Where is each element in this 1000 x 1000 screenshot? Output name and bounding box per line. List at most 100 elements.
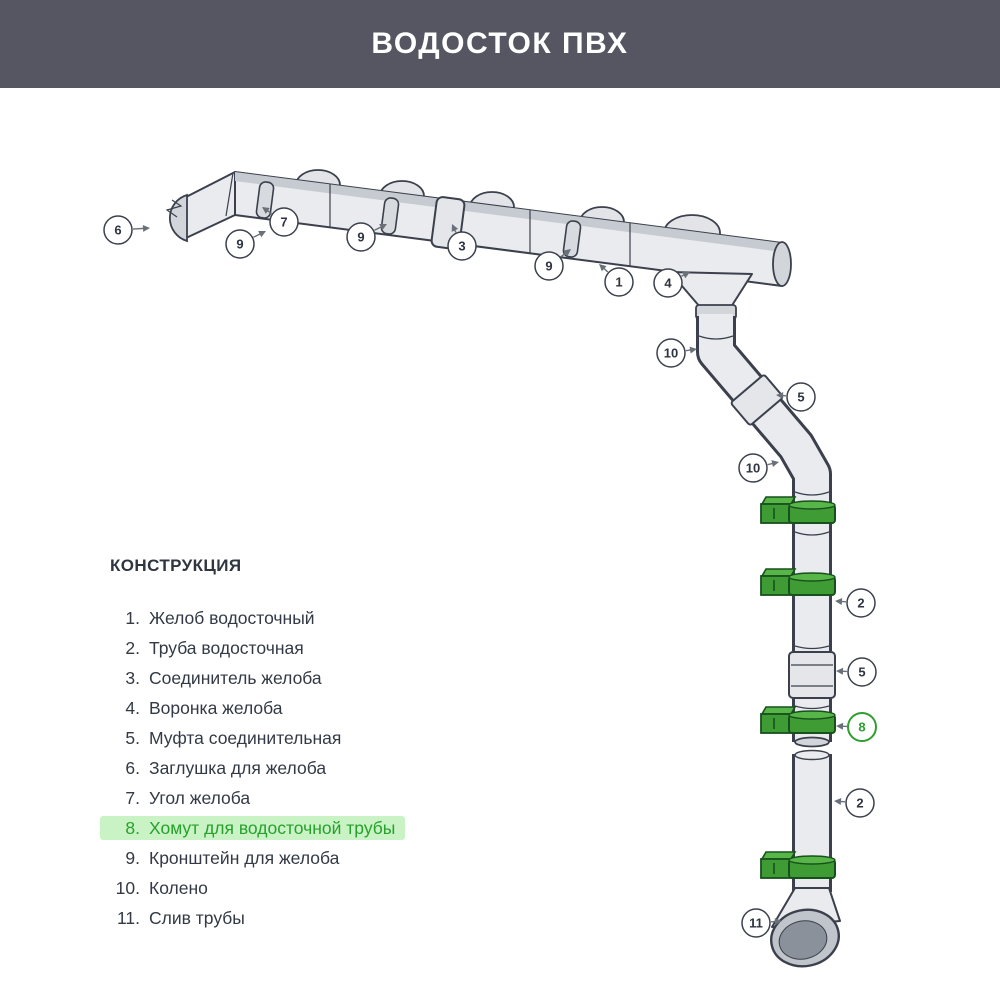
callout-circle xyxy=(604,267,634,297)
legend-item-9: 9.Кронштейн для желоба xyxy=(100,846,349,870)
coupling-vertical xyxy=(788,651,836,699)
callout-number: 2 xyxy=(857,596,864,611)
callout-circle xyxy=(847,712,877,742)
callout-number: 1 xyxy=(615,275,622,290)
legend-item-label: Хомут для водосточной трубы xyxy=(149,818,396,838)
callout-9: 9 xyxy=(346,222,387,252)
legend-item-number: 10. xyxy=(115,878,140,898)
legend-item-7: 7. Угол желоба xyxy=(100,786,260,810)
callout-arrow-icon xyxy=(262,207,270,214)
callout-1: 1 xyxy=(599,264,634,297)
legend-item-number: 6. xyxy=(125,758,140,778)
callout-number: 9 xyxy=(236,237,243,252)
callout-circle xyxy=(534,251,564,281)
callout-circle xyxy=(346,222,376,252)
callout-5: 5 xyxy=(836,657,877,687)
callout-5: 5 xyxy=(776,382,816,412)
pipe-joint xyxy=(698,335,734,340)
callout-3: 3 xyxy=(447,224,477,261)
callout-7: 7 xyxy=(262,207,299,237)
pipe-end-rim xyxy=(794,749,830,761)
callout-number: 2 xyxy=(856,796,863,811)
callout-4: 4 xyxy=(653,268,690,298)
callout-arrow-icon xyxy=(835,598,843,606)
callout-arrow-icon xyxy=(776,392,784,400)
callout-circle xyxy=(656,338,686,368)
legend: КОНСТРУКЦИЯ 1. Желоб водосточный 2.Труба в… xyxy=(100,556,406,936)
callout-circle xyxy=(653,268,683,298)
legend-item-1: 1. Желоб водосточный xyxy=(100,606,325,630)
callout-8: 8 xyxy=(836,712,877,742)
legend-item-label: Угол желоба xyxy=(149,788,251,808)
legend-item-number: 7. xyxy=(125,788,140,808)
gutter-bracket xyxy=(562,220,582,258)
callout-9: 9 xyxy=(225,229,266,259)
corner-miter-line xyxy=(225,172,234,217)
pipe-clamps xyxy=(760,496,836,879)
legend-item-number: 11. xyxy=(116,908,140,928)
callout-number: 3 xyxy=(458,239,465,254)
callout-10: 10 xyxy=(656,338,697,368)
callout-2: 2 xyxy=(835,588,876,618)
callout-arrow-icon xyxy=(258,231,266,238)
callout-arrow-icon xyxy=(771,460,779,467)
legend-item-5: 5. Муфта соединительная xyxy=(100,726,351,750)
legend-item-label: Муфта соединительная xyxy=(149,728,342,748)
callout-number: 8 xyxy=(858,720,865,735)
pipe-joint xyxy=(794,705,830,710)
end-cap-notch xyxy=(165,199,183,218)
callout-6: 6 xyxy=(103,215,150,245)
callout-circle xyxy=(225,229,255,259)
legend-title: КОНСТРУКЦИЯ xyxy=(110,556,242,575)
legend-item-3: 3. Соединитель желоба xyxy=(100,666,332,690)
legend-item-number: 2. xyxy=(125,638,140,658)
legend-item-label: Слив трубы xyxy=(149,908,245,928)
legend-list: 1. Желоб водосточный 2.Труба водосточная 3.… xyxy=(100,606,406,930)
callout-circle xyxy=(447,231,477,261)
callout-arrow-icon xyxy=(563,249,571,257)
callout-number: 9 xyxy=(545,259,552,274)
callout-2: 2 xyxy=(834,788,875,818)
legend-item-2: 2.Труба водосточная xyxy=(100,636,314,660)
pipe-end-rim xyxy=(794,736,830,748)
legend-item-4: 4.Воронка желоба xyxy=(100,696,293,720)
legend-item-number: 3. xyxy=(125,668,140,688)
funnel-body xyxy=(669,271,753,308)
callout-number: 5 xyxy=(797,390,804,405)
legend-item-label: Желоб водосточный xyxy=(149,608,315,628)
callout-circle xyxy=(738,453,768,483)
callout-arrow-icon xyxy=(834,798,842,806)
callout-arrow-icon xyxy=(379,224,387,231)
legend-item-label: Кронштейн для желоба xyxy=(149,848,340,868)
legend-item-number: 1. xyxy=(125,608,140,628)
callout-number: 11 xyxy=(749,916,763,931)
coupling-sleeve xyxy=(788,651,836,699)
callout-number: 10 xyxy=(746,461,760,476)
legend-item-number: 8. xyxy=(125,818,140,838)
callout-9: 9 xyxy=(534,249,571,281)
gutter-end-cap xyxy=(168,193,188,243)
callout-arrow-icon xyxy=(836,667,844,675)
callout-circle xyxy=(845,788,875,818)
legend-item-11: 11. Слив трубы xyxy=(100,906,255,930)
drain-outlet xyxy=(770,887,841,968)
pipe-joint xyxy=(794,491,830,496)
legend-item-label: Воронка желоба xyxy=(149,698,283,718)
pipe-clamp xyxy=(760,706,836,734)
legend-item-number: 5. xyxy=(125,728,140,748)
legend-item-label: Соединитель желоба xyxy=(149,668,322,688)
callout-number: 5 xyxy=(858,665,865,680)
coupling-diagonal xyxy=(730,374,784,426)
callout-arrow-icon xyxy=(774,918,782,926)
callout-circle xyxy=(846,588,876,618)
callout-circle xyxy=(269,207,299,237)
legend-item-6: 6.Заглушка для желоба xyxy=(100,756,336,780)
gutter-inner-edge xyxy=(235,172,782,252)
callout-arrow-icon xyxy=(451,224,459,232)
callout-number: 9 xyxy=(357,230,364,245)
callout-arrow-icon xyxy=(142,224,150,232)
gutter-right-end xyxy=(772,241,792,287)
callout-number: 6 xyxy=(114,223,121,238)
callout-circle xyxy=(103,215,133,245)
